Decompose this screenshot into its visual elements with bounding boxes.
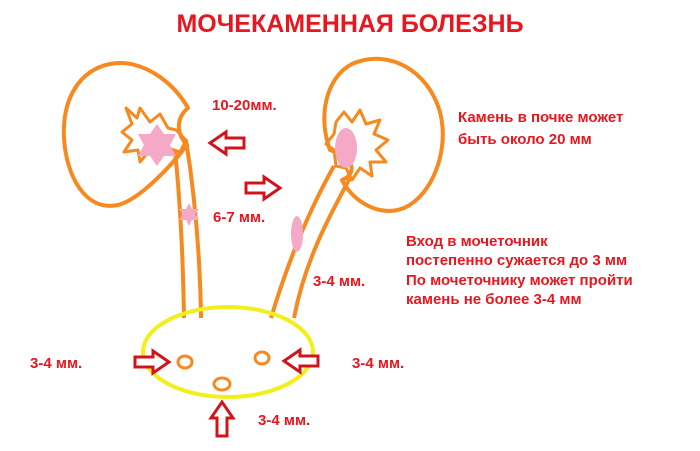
bladder-bottom-size-label: 3-4 мм. xyxy=(258,412,310,429)
right-kidney xyxy=(322,56,445,213)
arrow-right-icon xyxy=(244,175,282,201)
urethral-opening xyxy=(212,376,232,392)
kidney-stone-size-label: 10-20мм. xyxy=(212,97,277,114)
arrow-up-icon xyxy=(209,400,235,438)
right-renal-pelvis xyxy=(324,108,390,182)
page-title: МОЧЕКАМЕННАЯ БОЛЕЗНЬ xyxy=(176,10,523,38)
right-ureter-stone xyxy=(291,216,303,252)
ureter-lower-size-label: 3-4 мм. xyxy=(313,273,365,290)
kidney-note-line-1: Камень в почке может xyxy=(458,109,623,126)
ureter-note-line-4: камень не более 3-4 мм xyxy=(406,291,582,308)
right-ureteral-orifice xyxy=(253,350,271,366)
left-ureter-outer xyxy=(173,149,186,319)
ureter-note-line-1: Вход в мочеточник xyxy=(406,233,548,250)
kidney-stone-star xyxy=(138,124,176,166)
ureter-stone-size-label: 6-7 мм. xyxy=(213,209,265,226)
arrow-right-icon xyxy=(133,349,171,375)
ureter-note-line-2: постепенно сужается до 3 мм xyxy=(406,252,627,269)
bladder-left-size-label: 3-4 мм. xyxy=(30,355,82,372)
arrow-left-icon xyxy=(208,130,246,156)
kidney-note-line-2: быть около 20 мм xyxy=(458,131,592,148)
bladder-right-size-label: 3-4 мм. xyxy=(352,355,404,372)
ureter-stone-star xyxy=(179,203,199,226)
right-kidney-stone xyxy=(335,128,357,168)
bladder xyxy=(141,305,315,399)
left-ureteral-orifice xyxy=(176,354,194,370)
left-ureter-inner xyxy=(184,139,203,319)
left-kidney xyxy=(61,61,190,208)
ureter-note-line-3: По мочеточнику может пройти xyxy=(406,272,633,289)
right-ureter-inner xyxy=(292,177,352,319)
